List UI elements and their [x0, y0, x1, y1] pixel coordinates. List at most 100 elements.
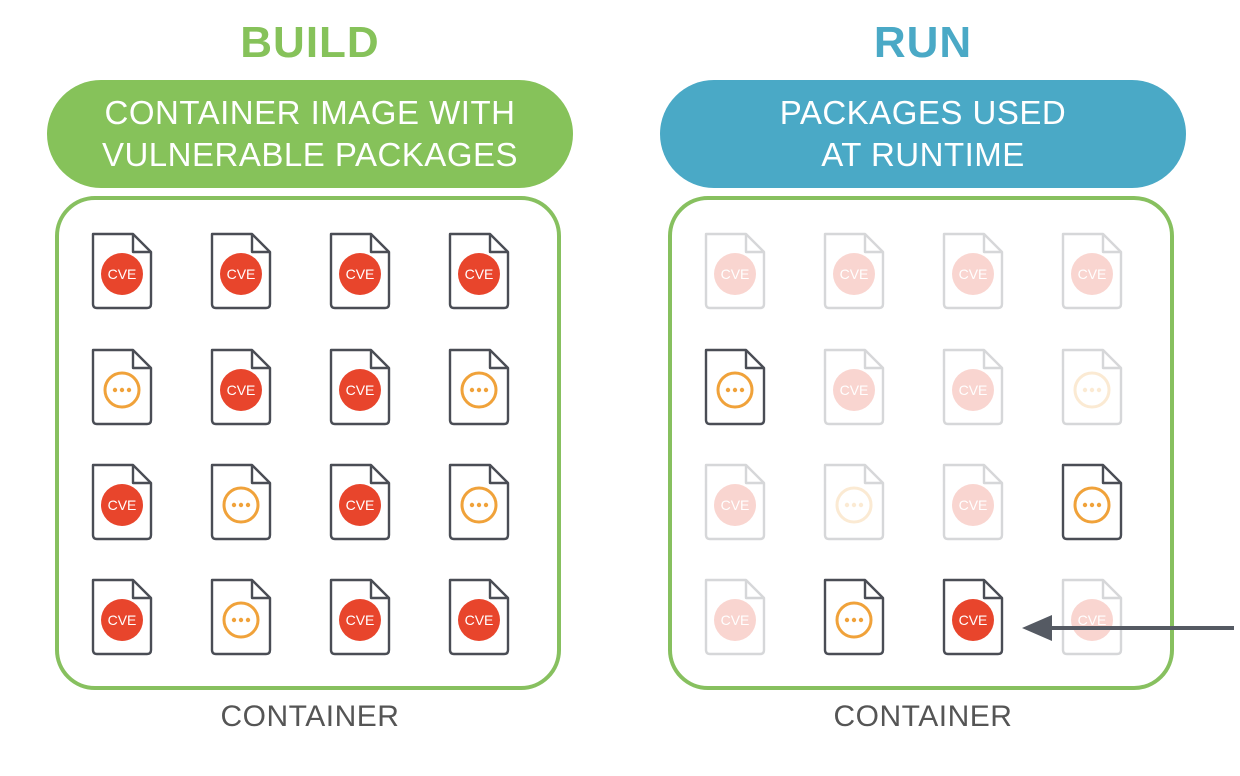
file-icon: CVE	[942, 232, 1004, 310]
build-package-r1-c1: CVE	[208, 348, 274, 426]
run-package-r3-c2: CVE	[940, 578, 1006, 656]
dot-icon	[476, 387, 482, 393]
build-package-r2-c0: CVE	[89, 463, 155, 541]
cve-label: CVE	[721, 612, 750, 628]
cve-badge-icon	[714, 484, 756, 526]
build-package-r0-c0: CVE	[89, 232, 155, 310]
build-package-r1-c0	[89, 348, 155, 426]
build-package-r2-c1	[208, 463, 274, 541]
dot-icon	[231, 502, 237, 508]
file-icon	[823, 578, 885, 656]
file-icon: CVE	[329, 348, 391, 426]
dot-icon	[739, 387, 745, 393]
run-pill-text: PACKAGES USED AT RUNTIME	[779, 94, 1067, 173]
cve-badge-icon	[952, 369, 994, 411]
cve-label: CVE	[346, 382, 375, 398]
ellipsis-circle-icon	[460, 486, 498, 524]
ellipsis-circle-icon	[222, 486, 260, 524]
dot-icon	[844, 502, 850, 508]
run-package-r1-c2: CVE	[940, 348, 1006, 426]
run-package-r0-c0: CVE	[702, 232, 768, 310]
dot-icon	[483, 502, 489, 508]
cve-label: CVE	[108, 497, 137, 513]
dot-icon	[858, 502, 864, 508]
run-package-r3-c3: CVE	[1059, 578, 1125, 656]
dot-icon	[1089, 502, 1095, 508]
dot-icon	[245, 502, 251, 508]
ellipsis-circle-icon	[1073, 371, 1111, 409]
dot-icon	[112, 387, 118, 393]
cve-badge-icon	[833, 253, 875, 295]
dot-icon	[238, 502, 244, 508]
dot-icon	[476, 502, 482, 508]
cve-badge-icon	[101, 599, 143, 641]
dot-icon	[851, 617, 857, 623]
file-icon: CVE	[329, 578, 391, 656]
file-icon: CVE	[448, 578, 510, 656]
dot-icon	[469, 502, 475, 508]
run-package-r3-c0: CVE	[702, 578, 768, 656]
dot-icon	[231, 617, 237, 623]
build-package-r3-c0: CVE	[89, 578, 155, 656]
cve-label: CVE	[108, 266, 137, 282]
file-icon: CVE	[704, 578, 766, 656]
build-container-label: CONTAINER	[220, 700, 400, 733]
cve-label: CVE	[227, 266, 256, 282]
cve-badge-icon	[220, 253, 262, 295]
cve-label: CVE	[840, 266, 869, 282]
build-package-r3-c1	[208, 578, 274, 656]
cve-badge-icon	[101, 484, 143, 526]
dot-icon	[126, 387, 132, 393]
cve-label: CVE	[959, 612, 988, 628]
ellipsis-circle-icon	[835, 486, 873, 524]
dot-icon	[1096, 502, 1102, 508]
dot-icon	[245, 617, 251, 623]
dot-icon	[858, 617, 864, 623]
file-icon	[210, 578, 272, 656]
run-container-box	[668, 196, 1174, 690]
cve-label: CVE	[465, 612, 494, 628]
run-panel: RUN PACKAGES USED AT RUNTIME CONTAINER C…	[658, 0, 1188, 776]
dot-icon	[725, 387, 731, 393]
file-icon: CVE	[210, 232, 272, 310]
dot-icon	[1082, 502, 1088, 508]
cve-badge-icon	[952, 484, 994, 526]
file-icon: CVE	[1061, 232, 1123, 310]
dot-icon	[1096, 387, 1102, 393]
run-package-r1-c3	[1059, 348, 1125, 426]
file-icon	[823, 463, 885, 541]
file-icon	[1061, 463, 1123, 541]
cve-badge-icon	[1071, 599, 1113, 641]
run-package-r1-c0	[702, 348, 768, 426]
cve-label: CVE	[1078, 266, 1107, 282]
file-icon: CVE	[329, 463, 391, 541]
build-pill-text: CONTAINER IMAGE WITH VULNERABLE PACKAGES	[101, 94, 519, 173]
cve-badge-icon	[101, 253, 143, 295]
file-icon: CVE	[704, 232, 766, 310]
file-icon: CVE	[942, 578, 1004, 656]
cve-label: CVE	[959, 266, 988, 282]
dot-icon	[483, 387, 489, 393]
dot-icon	[851, 502, 857, 508]
ellipsis-circle-icon	[222, 601, 260, 639]
file-icon: CVE	[329, 232, 391, 310]
build-package-r0-c3: CVE	[446, 232, 512, 310]
ellipsis-circle-icon	[103, 371, 141, 409]
build-package-r1-c2: CVE	[327, 348, 393, 426]
build-container-box	[55, 196, 561, 690]
cve-badge-icon	[714, 599, 756, 641]
file-icon: CVE	[942, 463, 1004, 541]
file-icon: CVE	[210, 348, 272, 426]
file-icon: CVE	[823, 232, 885, 310]
file-icon: CVE	[91, 578, 153, 656]
run-heading: RUN	[873, 18, 973, 67]
file-icon	[704, 348, 766, 426]
run-package-r3-c1	[821, 578, 887, 656]
file-icon: CVE	[1061, 578, 1123, 656]
dot-icon	[732, 387, 738, 393]
run-package-r0-c3: CVE	[1059, 232, 1125, 310]
build-package-r0-c2: CVE	[327, 232, 393, 310]
cve-badge-icon	[458, 599, 500, 641]
cve-badge-icon	[339, 253, 381, 295]
cve-badge-icon	[833, 369, 875, 411]
